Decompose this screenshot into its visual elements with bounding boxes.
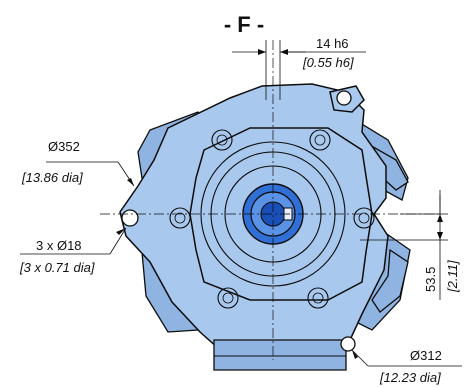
bolt-hole <box>353 207 375 229</box>
flange-bolts <box>169 129 375 309</box>
dim-bolt-circle: Ø312 [12.23 dia] <box>351 348 462 385</box>
bolt-hole <box>211 129 233 151</box>
mount-hole-left <box>121 209 139 227</box>
dim-shaft: 14 h6 [0.55 h6] <box>232 36 366 70</box>
bolt-hole <box>309 129 331 151</box>
base-bracket <box>213 339 347 371</box>
bolt-hole <box>217 287 239 309</box>
dim-offset-metric: 53.5 <box>423 267 438 292</box>
view-label: - F - <box>224 12 264 37</box>
dim-shaft-imperial: [0.55 h6] <box>302 55 354 70</box>
dim-outer-diameter: Ø352 [13.86 dia] <box>21 139 135 187</box>
dim-bolt-imperial: [12.23 dia] <box>379 370 441 385</box>
dim-shaft-metric: 14 h6 <box>316 36 349 51</box>
dim-mount-imperial: [3 x 0.71 dia] <box>19 260 95 275</box>
cylinder-lobe-bottom-right-face <box>371 248 409 313</box>
dim-mount-metric: 3 x Ø18 <box>36 238 82 253</box>
dim-outer-metric: Ø352 <box>48 139 80 154</box>
dim-mount-holes: 3 x Ø18 [3 x 0.71 dia] <box>19 227 127 275</box>
dim-offset-imperial: [2.11] <box>445 260 460 293</box>
centerlines <box>100 40 440 360</box>
shaft <box>242 183 304 245</box>
mount-hole-top-right <box>336 90 352 106</box>
dim-offset: 53.5 [2.11] <box>360 190 460 300</box>
dim-bolt-metric: Ø312 <box>410 348 442 363</box>
dim-outer-imperial: [13.86 dia] <box>21 170 83 185</box>
bolt-hole <box>169 207 191 229</box>
bolt-hole <box>307 287 329 309</box>
mount-hole-bottom-right <box>340 336 356 352</box>
